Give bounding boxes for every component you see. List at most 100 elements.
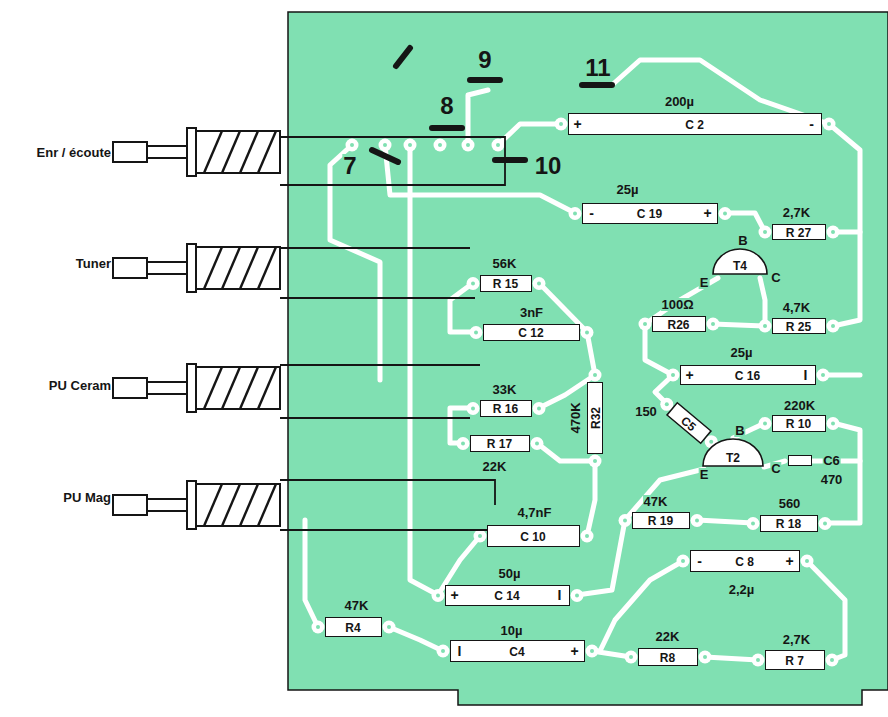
pad-hole <box>665 402 669 406</box>
text-holder: I <box>558 587 562 603</box>
solder-pad <box>691 514 704 527</box>
pad-hole <box>593 459 597 463</box>
jack-symbol <box>113 128 505 185</box>
pad-hole <box>629 655 633 659</box>
text-holder: T4 <box>733 257 747 273</box>
component-value: 25µ <box>730 346 754 359</box>
pad-hole <box>831 324 835 328</box>
component-label: T2 <box>726 452 740 464</box>
component-label: C4 <box>509 646 524 658</box>
resistor-body: R 1722K <box>470 435 530 452</box>
pad-hole <box>537 282 541 286</box>
resistor-body: 22KR8 <box>638 648 698 666</box>
text-holder: + <box>450 587 458 603</box>
text-holder: I <box>458 643 462 659</box>
component-value: 4,7nF <box>517 506 553 519</box>
pad-hole <box>831 230 835 234</box>
component-label: R 16 <box>493 403 518 415</box>
component-value: 22K <box>482 460 508 473</box>
jack-lead <box>280 364 480 366</box>
solder-pad <box>759 417 772 430</box>
text-holder: R 19 <box>648 512 673 528</box>
component-value: B <box>734 424 745 437</box>
copper-trace <box>697 520 753 523</box>
pad-hole <box>573 212 577 216</box>
component-label: C 14 <box>494 590 519 602</box>
input-label: PU Mag <box>63 491 111 504</box>
solder-pad <box>467 402 480 415</box>
polarity-mark: I <box>458 644 462 658</box>
text-holder: 200µ <box>664 93 695 109</box>
component-label: R8 <box>660 652 675 664</box>
capacitor-body: 150C5 <box>662 400 716 446</box>
solder-pad <box>801 555 814 568</box>
component-value: E <box>699 276 710 289</box>
pin-marker <box>396 48 410 66</box>
pad-hole <box>763 422 767 426</box>
text-holder: R 27 <box>786 224 811 240</box>
polarity-mark: + <box>785 554 793 568</box>
polarity-mark: + <box>573 117 581 131</box>
jack-coil <box>240 484 258 526</box>
text-holder: 2,7K <box>782 204 811 220</box>
pad-hole <box>438 143 442 147</box>
resistor-body: 4,7KR 25 <box>772 318 826 334</box>
text-holder: Tuner <box>76 255 111 271</box>
text-holder: C 12 <box>518 324 543 340</box>
component-value: 470 <box>820 473 844 486</box>
text-holder: R8 <box>660 649 675 665</box>
text-holder: - <box>697 553 702 569</box>
jack-body <box>196 247 280 289</box>
pad-hole <box>751 522 755 526</box>
pin-number: 11 <box>584 56 611 80</box>
jack-flange <box>187 364 196 412</box>
text-holder: 4,7K <box>782 299 811 315</box>
plug-tip <box>113 495 147 515</box>
text-holder: 50µ <box>498 565 522 581</box>
pad-hole <box>387 625 391 629</box>
transistor-body: T2BEC <box>702 438 764 467</box>
copper-trace <box>807 561 845 660</box>
solder-pad <box>571 589 584 602</box>
solder-pad <box>819 517 832 530</box>
text-holder: E <box>699 274 710 290</box>
pad-hole <box>821 373 825 377</box>
pad-hole <box>830 658 834 662</box>
pad-hole <box>474 331 478 335</box>
jack-coil <box>222 247 240 289</box>
pad-hole <box>478 534 482 538</box>
solder-pad <box>555 118 568 131</box>
component-value: 220K <box>783 399 816 412</box>
text-holder: B <box>737 232 748 248</box>
jack-lead <box>280 529 487 531</box>
solder-pad <box>589 455 602 468</box>
text-holder: 56K <box>492 255 518 271</box>
solder-pad <box>619 514 632 527</box>
text-holder: 11 <box>584 56 611 80</box>
pad-hole <box>585 331 589 335</box>
copper-trace <box>385 145 575 213</box>
input-label: PU Ceram <box>49 379 111 392</box>
text-holder: 2,2µ <box>728 581 756 597</box>
solder-pad <box>827 417 840 430</box>
pin-marker <box>432 125 462 131</box>
resistor-body: 2,7KR 7 <box>765 650 825 670</box>
capacitor-body: 25µ+C 16I <box>680 365 816 385</box>
transistor-case <box>713 249 767 274</box>
copper-trace <box>498 124 561 145</box>
component-value: 47K <box>643 495 669 508</box>
text-holder: PU Mag <box>63 489 111 505</box>
jack-coil <box>204 131 222 173</box>
jack-symbol <box>113 364 480 418</box>
resistor-body: 47KR 19 <box>632 512 690 529</box>
component-value: 150 <box>634 405 658 418</box>
text-holder: 560 <box>778 495 802 511</box>
copper-trace <box>592 561 683 651</box>
copper-trace <box>330 145 380 380</box>
transistor-body: T4BEC <box>712 248 768 275</box>
solder-pad <box>707 318 720 331</box>
text-holder: E <box>699 466 710 482</box>
pad-hole <box>575 594 579 598</box>
pad-hole <box>436 594 440 598</box>
component-label: R 10 <box>786 418 811 430</box>
